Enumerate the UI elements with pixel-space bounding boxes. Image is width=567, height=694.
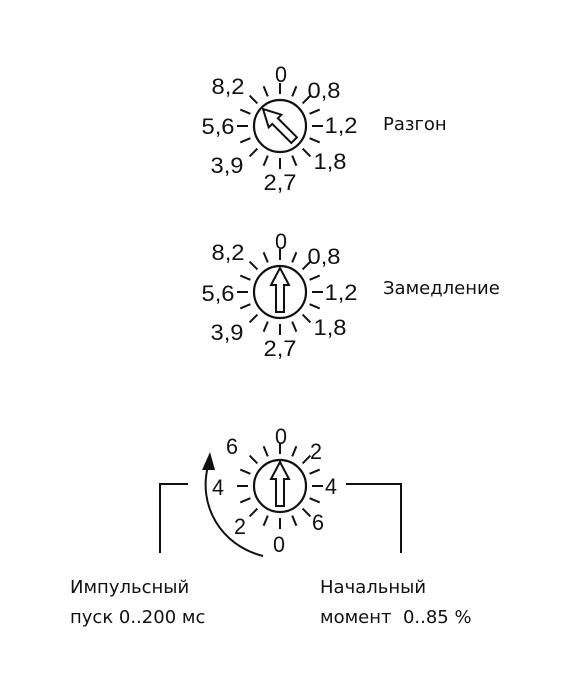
dial-accel-num-6: 5,6 (202, 114, 235, 139)
dial-decel-num-4: 2,7 (264, 336, 297, 361)
dial-decel-pointer-arrow-icon (269, 265, 291, 313)
label-initial-torque-line1: Начальный (320, 577, 426, 598)
dial-accel-num-7: 8,2 (212, 74, 245, 99)
dial-accel-num-3: 1,8 (314, 149, 347, 174)
dial-combo-num-2-left: 2 (234, 514, 246, 539)
label-impulse-start-line1: Импульсный (70, 577, 189, 598)
dial-decel-num-7: 8,2 (212, 240, 245, 265)
dial-combo-num-4-left: 4 (212, 475, 224, 500)
dial-accel-ticks (237, 83, 323, 169)
bracket-left (159, 483, 188, 553)
dial-accel-num-0: 0 (275, 62, 287, 87)
dial-combo-num-0-top: 0 (275, 424, 287, 449)
bracket-right (346, 483, 402, 553)
dial-accel-num-2: 1,2 (325, 113, 358, 138)
dial-decel-num-5: 3,9 (211, 320, 244, 345)
dial-decel-num-3: 1,8 (314, 315, 347, 340)
dial-accel-pointer-arrow-icon (261, 107, 299, 145)
dial-combo-num-0-bottom: 0 (273, 532, 285, 557)
dial-accel-num-1: 0,8 (308, 78, 341, 103)
dial-accel-ring (252, 98, 308, 154)
dial-combo-num-4-right: 4 (325, 474, 337, 499)
curved-arrow-head-icon (202, 452, 215, 470)
dial-accel-label: Разгон (383, 114, 447, 135)
dial-combo-ticks (237, 443, 323, 529)
label-impulse-start-line2: пуск 0..200 мс (70, 607, 205, 628)
dial-accel[interactable]: 0 0,8 1,2 1,8 2,7 3,9 5,6 8,2 Разгон (202, 62, 447, 195)
dial-decel-num-0: 0 (275, 229, 287, 254)
dial-decel-num-6: 5,6 (202, 281, 235, 306)
dial-combo[interactable]: 0 2 4 6 0 2 4 6 (212, 424, 337, 557)
dial-decel[interactable]: 0 0,8 1,2 1,8 2,7 3,9 5,6 8,2 Замедление (202, 229, 500, 361)
dial-decel-num-2: 1,2 (325, 280, 358, 305)
dial-decel-label: Замедление (383, 278, 500, 299)
dial-combo-num-6-left: 6 (226, 434, 238, 459)
curved-arrow-icon (204, 465, 264, 557)
dial-accel-num-4: 2,7 (264, 170, 297, 195)
dial-decel-ticks (237, 249, 323, 335)
dial-combo-pointer-arrow-icon (269, 459, 291, 507)
dial-combo-num-6-right: 6 (312, 510, 324, 535)
dial-accel-num-5: 3,9 (211, 153, 244, 178)
dial-decel-num-1: 0,8 (308, 244, 341, 269)
dial-combo-num-2-right: 2 (310, 439, 322, 464)
label-initial-torque-line2: момент 0..85 % (320, 607, 472, 628)
